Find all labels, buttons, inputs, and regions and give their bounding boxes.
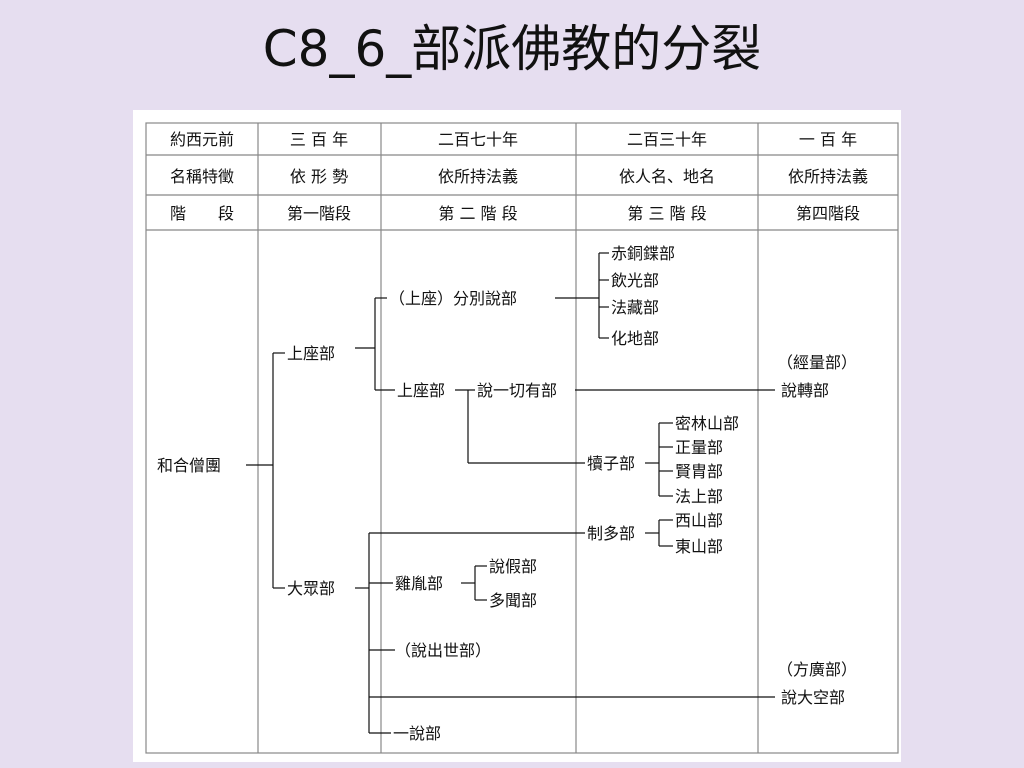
node-aparasaila: 西山部 — [675, 511, 723, 530]
node-sannagarika: 密林山部 — [675, 414, 739, 433]
header-cell: 依人名、地名 — [619, 167, 715, 186]
node-sunyavada: 說大空部 — [781, 688, 845, 707]
header-cell: 第 二 階 段 — [438, 204, 517, 223]
header-cell: 依所持法義 — [438, 167, 518, 186]
header-cell: 二百三十年 — [627, 130, 707, 149]
schism-chart-svg: 約西元前 三 百 年 二百七十年 二百三十年 一 百 年 名稱特徵 依 形 勢 … — [145, 122, 899, 754]
node-vatsiputriya: 犢子部 — [587, 454, 635, 473]
node-caitika: 制多部 — [587, 524, 635, 543]
node-root: 和合僧團 — [157, 456, 221, 475]
header-cell: 第四階段 — [796, 204, 860, 223]
header-cell: 三 百 年 — [290, 130, 348, 149]
tree-connectors — [246, 252, 775, 734]
node-vaipulya: （方廣部） — [777, 660, 857, 679]
node-sankrantika: 說轉部 — [781, 381, 829, 400]
node-lokottaravada: （說出世部） — [395, 641, 491, 660]
node-sarvastivada: 說一切有部 — [477, 381, 557, 400]
header-cell: 階 段 — [170, 204, 234, 223]
header-cell: 二百七十年 — [438, 130, 518, 149]
header-cell: 依所持法義 — [788, 167, 868, 186]
header-cell: 名稱特徵 — [170, 167, 234, 186]
table-header: 約西元前 三 百 年 二百七十年 二百三十年 一 百 年 名稱特徵 依 形 勢 … — [170, 130, 868, 223]
node-sammitiya: 正量部 — [675, 438, 723, 457]
node-purvasaila: 東山部 — [675, 537, 723, 556]
node-upper-school: 上座部 — [287, 344, 335, 363]
node-sautrantika: （經量部） — [777, 353, 857, 372]
header-cell: 一 百 年 — [799, 130, 857, 149]
node-mass-school: 大眾部 — [287, 579, 335, 598]
node-bahusrutiya: 多聞部 — [489, 591, 537, 610]
node-kukkutika: 雞胤部 — [395, 574, 443, 593]
node-vibhajyavada: （上座）分別說部 — [389, 289, 517, 308]
header-cell: 第一階段 — [287, 204, 351, 223]
table-grid — [145, 122, 899, 754]
header-cell: 約西元前 — [170, 130, 234, 149]
slide-title: C8_6_部派佛教的分裂 — [262, 20, 762, 78]
table-border — [145, 122, 899, 754]
node-prajnaptivada: 說假部 — [489, 557, 537, 576]
schism-chart: 約西元前 三 百 年 二百七十年 二百三十年 一 百 年 名稱特徵 依 形 勢 … — [133, 110, 901, 762]
node-upper-school-2: 上座部 — [397, 381, 445, 400]
node-ekavyavaharika: 一說部 — [393, 724, 441, 743]
node-kasyapiya: 飲光部 — [611, 271, 659, 290]
header-cell: 第 三 階 段 — [627, 204, 706, 223]
tree-nodes: 和合僧團 上座部 大眾部 （上座）分別說部 上座部 說一切有部 雞胤部 （說出世… — [157, 244, 857, 743]
node-mahisasaka: 化地部 — [611, 329, 659, 348]
node-dharmaguptaka: 法藏部 — [611, 298, 659, 317]
node-dharmottariya: 法上部 — [675, 487, 723, 506]
header-cell: 依 形 勢 — [290, 167, 348, 186]
node-tamrasatiya: 赤銅鍱部 — [611, 244, 675, 263]
node-bhadrayaniya: 賢胄部 — [675, 462, 723, 481]
